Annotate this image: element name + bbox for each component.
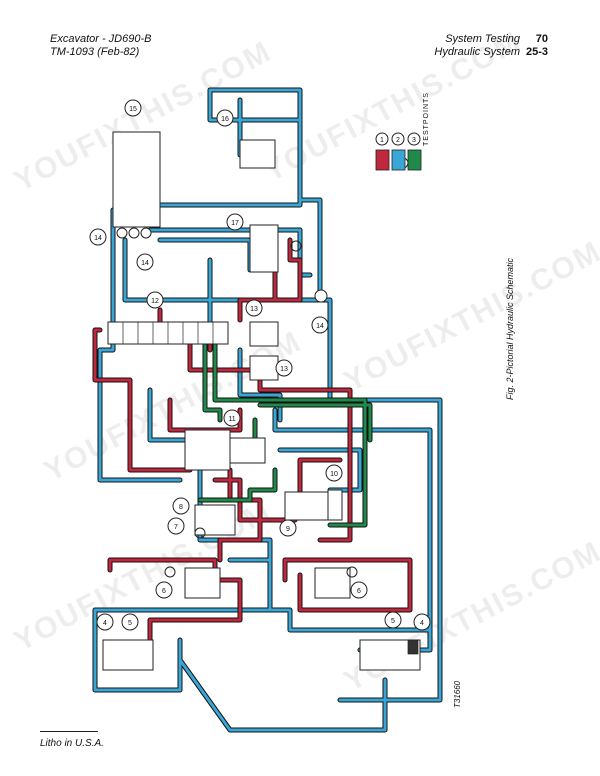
legend-swatch-blue (391, 149, 406, 171)
callout-11: 11 (228, 416, 235, 423)
callout-14a: 14 (94, 235, 102, 242)
legend-num-1: 1 (380, 137, 384, 144)
callout-5a: 5 (128, 620, 132, 627)
callout-9: 9 (286, 526, 290, 533)
callout-16: 16 (221, 116, 229, 123)
model-title: Excavator - JD690-B (50, 33, 152, 45)
legend-swatch-green (407, 149, 422, 171)
callout-17: 17 (231, 220, 239, 227)
swing-motor-11-head (229, 437, 266, 464)
hydraulic-tank-15 (112, 131, 161, 228)
page-header-left: Excavator - JD690-B TM-1093 (Feb-82) (50, 33, 151, 59)
callout-7: 7 (174, 524, 178, 531)
track-motor-right (359, 639, 421, 671)
component-6-left (184, 567, 221, 599)
figure-id: T31660 (453, 680, 462, 708)
section-title: System Testing (445, 33, 520, 45)
component-13b (249, 355, 279, 381)
manual-id: TM-1093 (Feb-82) (50, 46, 140, 58)
subsection-number: 25-3 (525, 46, 548, 58)
callout-5b: 5 (391, 618, 395, 625)
subsection-title: Hydraulic System (434, 46, 520, 58)
callout-14b: 14 (141, 260, 149, 267)
component-9 (284, 491, 331, 521)
green-hydraulic-lines (197, 327, 373, 528)
testpoints-label: TESTPOINTS (423, 92, 430, 146)
litho-footer: Litho in U.S.A. (40, 738, 104, 749)
legend-num-3: 3 (412, 137, 416, 144)
callout-bubbles (89, 99, 431, 631)
callout-6a: 6 (162, 588, 166, 595)
callout-13b: 13 (280, 366, 288, 373)
figure-caption: Fig. 2-Pictorial Hydraulic Schematic (505, 257, 515, 400)
legend-num-2: 2 (396, 137, 400, 144)
callout-12: 12 (151, 298, 159, 305)
component-6-right (314, 567, 351, 599)
callout-6b: 6 (357, 588, 361, 595)
callout-14c: 14 (316, 323, 324, 330)
testpoint-legend (375, 132, 422, 171)
callout-4b: 4 (420, 620, 424, 627)
component-16 (239, 139, 276, 169)
track-motor-left (102, 639, 154, 671)
component-13a (249, 321, 279, 347)
callout-8: 8 (179, 504, 183, 511)
callout-15: 15 (129, 106, 137, 113)
callout-4a: 4 (103, 620, 107, 627)
swing-motor-11 (184, 429, 231, 471)
callout-13a: 13 (250, 306, 258, 313)
component-10 (327, 489, 343, 521)
component-17 (249, 224, 279, 273)
page-header-right: System Testing 70 Hydraulic System 25-3 (434, 33, 548, 59)
footer-rule (40, 731, 98, 732)
legend-swatch-red (375, 149, 390, 171)
section-number: 70 (535, 33, 548, 45)
callout-10: 10 (330, 471, 338, 478)
component-7-8 (194, 504, 236, 536)
